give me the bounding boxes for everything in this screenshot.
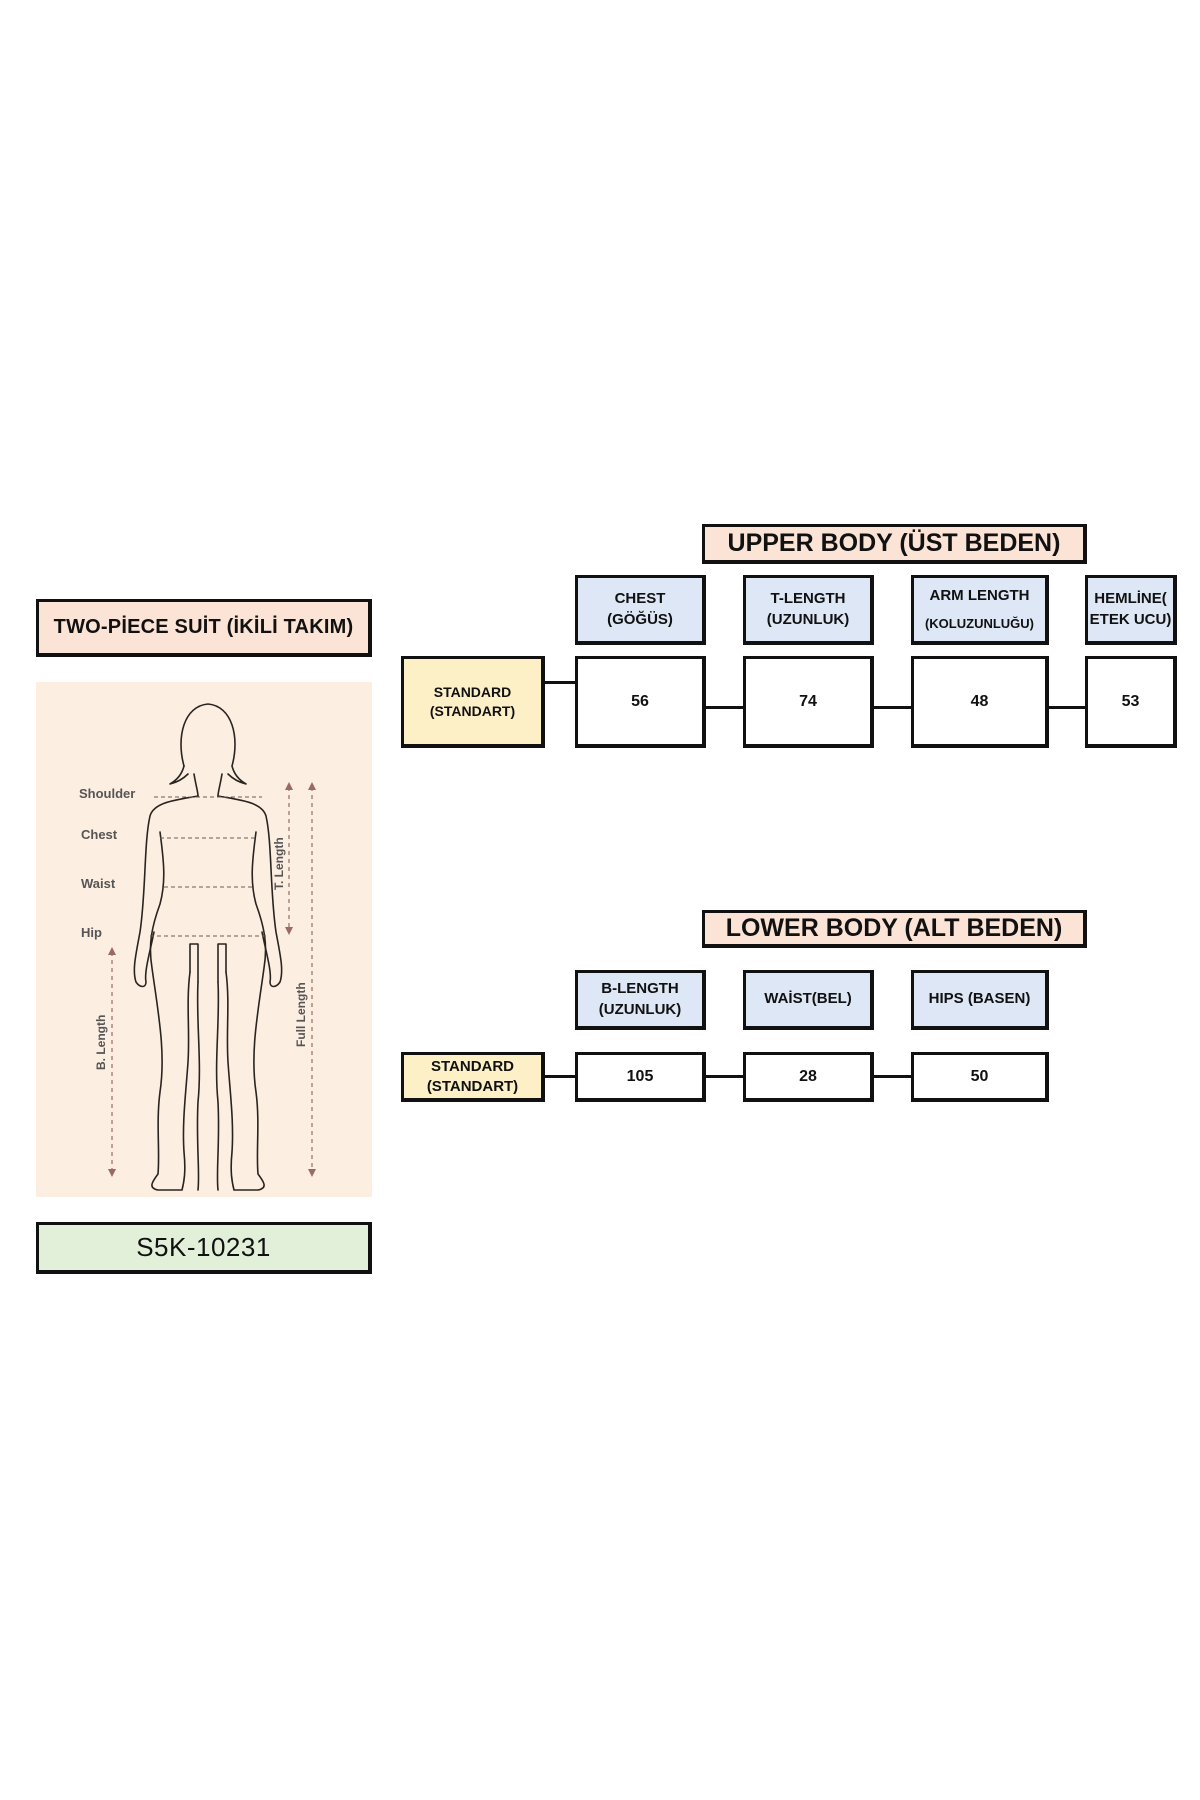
upper-value-t-length: 74	[743, 656, 874, 748]
connector-line	[545, 681, 576, 684]
header-line1: ARM LENGTH	[929, 587, 1030, 605]
lower-header-waist: WAİST(BEL)	[743, 970, 874, 1030]
product-code-text: S5K-10231	[136, 1231, 271, 1262]
size-label-line1: STANDARD	[430, 1058, 515, 1075]
label-waist: Waist	[81, 876, 116, 891]
lower-value-b-length: 105	[575, 1052, 706, 1102]
header-line1: B-LENGTH	[601, 980, 679, 998]
header-line2: (GÖĞÜS)	[607, 610, 673, 628]
header-line1: CHEST	[614, 590, 666, 608]
header-line2: (KOLUZUNLUĞU)	[924, 616, 1035, 632]
connector-line	[706, 706, 743, 709]
value-text: 53	[1121, 692, 1140, 710]
upper-header-hemline: HEMLİNE( ETEK UCU)	[1085, 575, 1177, 645]
upper-value-arm-length: 48	[911, 656, 1049, 748]
lower-body-title-text: LOWER BODY (ALT BEDEN)	[725, 913, 1063, 942]
upper-value-chest: 56	[575, 656, 706, 748]
value-text: 28	[799, 1067, 817, 1085]
lower-value-hips: 50	[911, 1052, 1049, 1102]
body-silhouette-icon	[108, 703, 316, 1191]
upper-body-title: UPPER BODY (ÜST BEDEN)	[702, 524, 1087, 564]
connector-line	[874, 1075, 912, 1078]
connector-line	[1049, 706, 1086, 709]
label-full-length: Full Length	[294, 982, 308, 1047]
upper-header-t-length: T-LENGTH (UZUNLUK)	[743, 575, 874, 645]
value-text: 50	[970, 1067, 989, 1085]
value-text: 74	[799, 692, 817, 710]
upper-body-title-text: UPPER BODY (ÜST BEDEN)	[727, 528, 1061, 557]
label-chest: Chest	[81, 827, 118, 842]
size-label-line2: (STANDART)	[429, 702, 516, 719]
product-title-text: TWO-PİECE SUİT (İKİLİ TAKIM)	[53, 616, 354, 638]
label-shoulder: Shoulder	[79, 786, 136, 801]
lower-value-waist: 28	[743, 1052, 874, 1102]
lower-size-standard: STANDARD (STANDART)	[401, 1052, 545, 1102]
lower-header-b-length: B-LENGTH (UZUNLUK)	[575, 970, 706, 1030]
label-t-length: T. Length	[272, 837, 286, 890]
lower-body-title: LOWER BODY (ALT BEDEN)	[702, 910, 1087, 948]
header-line1: T-LENGTH	[770, 590, 846, 608]
body-measurement-figure: Shoulder Chest Waist Hip T. Length Full …	[36, 682, 372, 1197]
header-line2: (UZUNLUK)	[598, 1000, 682, 1018]
connector-line	[706, 1075, 743, 1078]
value-text: 56	[631, 692, 649, 710]
upper-header-arm-length: ARM LENGTH (KOLUZUNLUĞU)	[911, 575, 1049, 645]
value-text: 48	[970, 692, 989, 710]
label-b-length: B. Length	[94, 1014, 108, 1070]
header-line1: HIPS (BASEN)	[928, 990, 1031, 1008]
product-title: TWO-PİECE SUİT (İKİLİ TAKIM)	[36, 599, 372, 657]
upper-value-hemline: 53	[1085, 656, 1177, 748]
header-line2: ETEK UCU)	[1089, 610, 1172, 628]
size-label-line2: (STANDART)	[426, 1077, 519, 1095]
connector-line	[545, 1075, 576, 1078]
lower-header-hips: HIPS (BASEN)	[911, 970, 1049, 1030]
header-line1: WAİST(BEL)	[764, 990, 852, 1008]
size-label-line1: STANDARD	[433, 683, 512, 700]
product-code: S5K-10231	[36, 1222, 372, 1274]
value-text: 105	[626, 1067, 654, 1085]
header-line1: HEMLİNE(	[1094, 590, 1167, 608]
header-line2: (UZUNLUK)	[766, 610, 850, 628]
upper-header-chest: CHEST (GÖĞÜS)	[575, 575, 706, 645]
upper-size-standard: STANDARD (STANDART)	[401, 656, 545, 748]
label-hip: Hip	[81, 925, 102, 940]
connector-line	[874, 706, 912, 709]
